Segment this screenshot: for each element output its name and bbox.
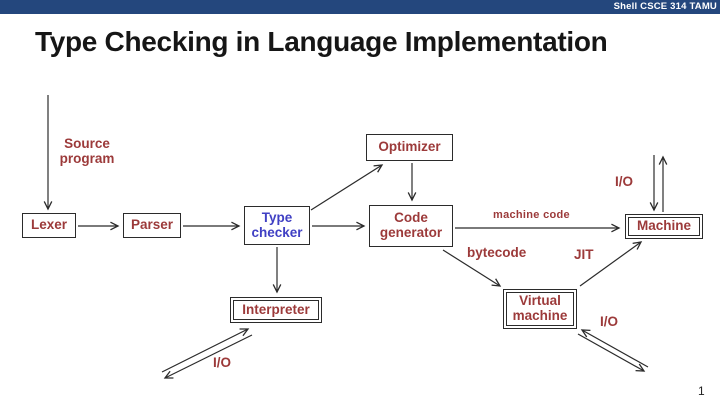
arrow-io-into-interpreter: [161, 328, 250, 373]
node-machine-label: Machine: [628, 217, 700, 236]
arrow-typechecker-to-optimizer: [310, 164, 384, 211]
node-virtual-machine: Virtual machine: [503, 289, 577, 329]
slide-title: Type Checking in Language Implementation: [35, 26, 608, 57]
node-lexer: Lexer: [22, 213, 76, 238]
arrow-io-out-of-vm: [577, 333, 646, 372]
node-interpreter-label: Interpreter: [233, 300, 319, 320]
arrow-io-out-of-interpreter: [163, 334, 253, 379]
edge-label-bytecode: bytecode: [467, 245, 527, 260]
node-machine: Machine: [625, 214, 703, 239]
node-interpreter: Interpreter: [230, 297, 322, 323]
node-parser: Parser: [123, 213, 181, 238]
edge-label-jit: JIT: [574, 247, 594, 262]
edge-label-io-vm: I/O: [600, 314, 619, 329]
edge-label-machine-code: machine code: [493, 209, 570, 221]
edge-label-io-machine: I/O: [615, 174, 634, 189]
node-type-checker: Type checker: [244, 206, 310, 245]
header-bar: Shell CSCE 314 TAMU: [0, 0, 720, 14]
edge-label-io-interpreter: I/O: [213, 355, 232, 370]
node-optimizer: Optimizer: [366, 134, 453, 161]
node-source-program: Source program: [59, 136, 115, 166]
node-code-generator: Code generator: [369, 205, 453, 247]
node-virtual-machine-label: Virtual machine: [506, 292, 574, 326]
course-tag: Shell CSCE 314 TAMU: [613, 1, 717, 12]
arrow-io-into-vm: [580, 329, 649, 368]
page-number: 1: [698, 384, 705, 398]
